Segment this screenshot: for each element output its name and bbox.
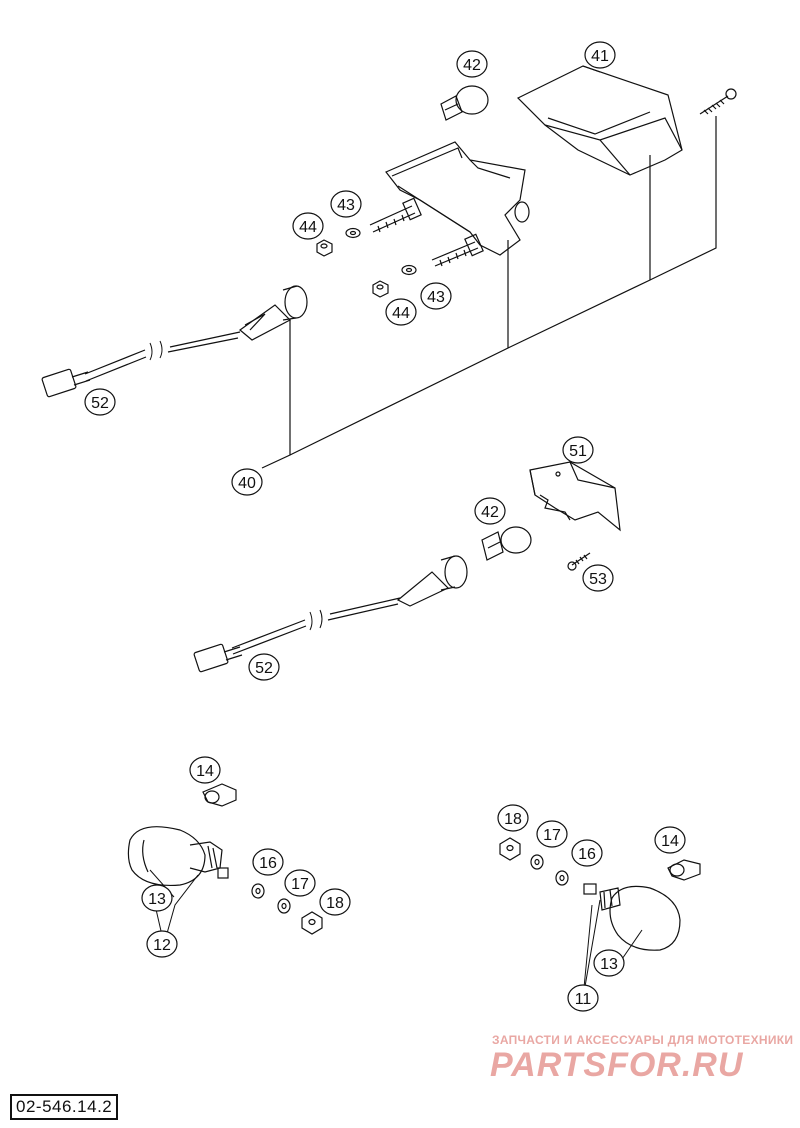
callout-c44b: 44: [385, 298, 417, 326]
callout-c14b: 14: [654, 826, 686, 854]
callout-number: 53: [589, 571, 607, 588]
callout-number: 13: [148, 891, 166, 908]
left-washers-nuts: [251, 883, 323, 935]
callout-number: 18: [504, 811, 522, 828]
callout-c42b: 42: [474, 497, 506, 525]
callout-c51: 51: [562, 436, 594, 464]
bulb-42-top: [440, 85, 489, 121]
callout-c12: 12: [146, 930, 178, 958]
callout-number: 17: [291, 876, 309, 893]
license-light-housing: [529, 461, 621, 532]
callout-c17a: 17: [284, 869, 316, 897]
callout-number: 12: [153, 937, 171, 954]
callout-c44a: 44: [292, 212, 324, 240]
callout-number: 42: [481, 504, 499, 521]
callout-number: 16: [578, 846, 596, 863]
callout-c43b: 43: [420, 282, 452, 310]
callout-number: 18: [326, 895, 344, 912]
washers-nuts: [316, 227, 417, 298]
callout-number: 42: [463, 57, 481, 74]
callout-number: 43: [337, 197, 355, 214]
bulb-42-middle: [481, 526, 532, 561]
callout-number: 44: [299, 219, 317, 236]
screw-53: [567, 552, 591, 571]
callout-number: 41: [591, 48, 609, 65]
callout-number: 14: [196, 763, 214, 780]
leader-lines: [149, 65, 643, 999]
callout-number: 51: [569, 443, 587, 460]
callout-number: 17: [543, 827, 561, 844]
diagram-code-box: 02-546.14.2: [10, 1094, 119, 1120]
callout-c42a: 42: [456, 50, 488, 78]
callout-number: 40: [238, 475, 256, 492]
callout-c41: 41: [584, 41, 616, 69]
tail-light-lens: [516, 65, 683, 176]
callout-number: 11: [575, 991, 592, 1008]
wiring-harness-top: [41, 285, 308, 398]
watermark-caption: ЗАПЧАСТИ И АКСЕССУАРЫ ДЛЯ МОТОТЕХНИКИ: [492, 1033, 794, 1047]
callout-c18a: 18: [319, 888, 351, 916]
callout-c18b: 18: [497, 804, 529, 832]
wiring-harness-middle: [193, 555, 468, 673]
right-turn-signal: [583, 883, 681, 951]
callout-number: 14: [661, 833, 679, 850]
watermark-logo: PARTSFOR.RU: [490, 1046, 744, 1084]
callout-c52b: 52: [248, 653, 280, 681]
callout-c52a: 52: [84, 388, 116, 416]
callout-number: 52: [255, 660, 273, 677]
callout-c13a: 13: [141, 884, 173, 912]
bulb-14-left: [202, 783, 237, 807]
callout-number: 52: [91, 395, 109, 412]
callout-number: 43: [427, 289, 445, 306]
callout-c11: 11: [567, 984, 599, 1012]
lens-screw: [699, 88, 737, 115]
stud-bolts: [369, 197, 484, 267]
callout-number: 16: [259, 855, 277, 872]
callout-c16b: 16: [571, 839, 603, 867]
bulb-14-right: [667, 859, 701, 881]
right-washers-nuts: [499, 837, 569, 886]
callout-c14a: 14: [189, 756, 221, 784]
callout-c43a: 43: [330, 190, 362, 218]
callout-layer: 41 42 43 44 43 44 52 40 51 42 53 52 14 16 17 18 13 12 18 17…: [84, 41, 686, 1012]
callout-number: 44: [392, 305, 410, 322]
tail-light-housing: [385, 141, 530, 256]
callout-c40: 40: [231, 468, 263, 496]
callout-number: 13: [600, 956, 618, 973]
callout-c13b: 13: [593, 949, 625, 977]
left-turn-signal: [127, 826, 229, 887]
callout-c53: 53: [582, 564, 614, 592]
leader-lines-40: [261, 116, 717, 469]
callout-c16a: 16: [252, 848, 284, 876]
callout-c17b: 17: [536, 820, 568, 848]
